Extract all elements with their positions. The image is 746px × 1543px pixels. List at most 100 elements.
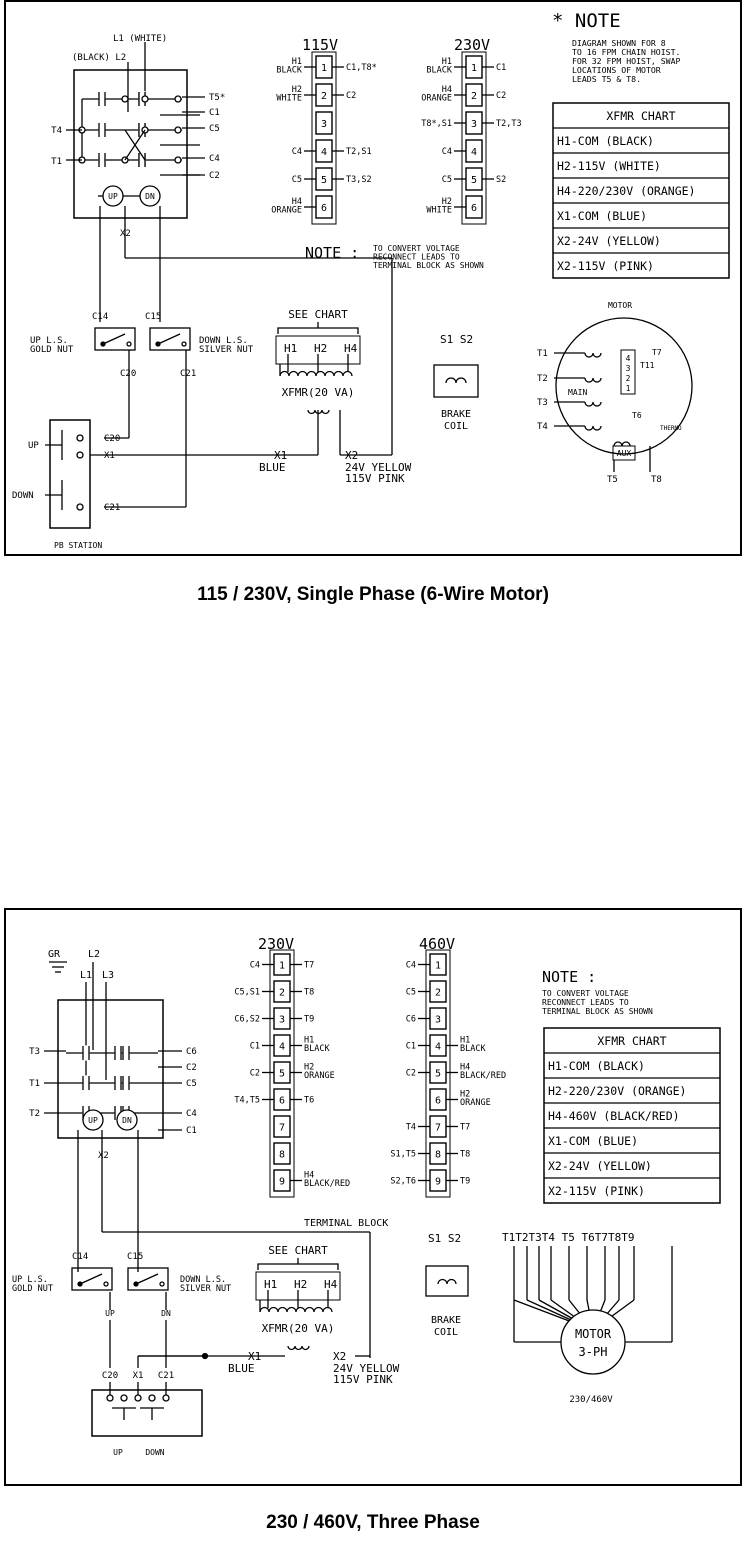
up-coil-label: UP bbox=[108, 192, 118, 201]
pb-x1-label: X1 bbox=[104, 451, 115, 461]
x1-color: BLUE bbox=[228, 1362, 255, 1375]
tb230-lead-label-right: BLACK/RED bbox=[304, 1179, 350, 1189]
pb-station-box bbox=[49, 419, 91, 529]
tb230-lead-label-left: C5,S1 bbox=[234, 988, 260, 998]
brake-coil-box bbox=[425, 1265, 469, 1297]
limit-down-body bbox=[149, 327, 191, 351]
pb-x1-label: X1 bbox=[133, 1371, 144, 1381]
terminal-block-label: TERMINAL BLOCK bbox=[304, 1218, 388, 1229]
xfmr-h-label: H1 bbox=[284, 342, 297, 355]
xfmr-chart-row: XFMR CHART bbox=[606, 109, 675, 123]
tb460-terminal-number: 6 bbox=[435, 1096, 441, 1107]
brake-label: BRAKE bbox=[431, 1315, 461, 1326]
xfmr-chart-row: H2-220/230V (ORANGE) bbox=[548, 1084, 686, 1098]
pb-station-title: PB STATION bbox=[54, 541, 102, 550]
motor-lead-label: T3 bbox=[537, 398, 548, 408]
note-line: LOCATIONS OF MOTOR bbox=[572, 65, 661, 75]
xfmr-label: XFMR(20 VA) bbox=[282, 386, 355, 399]
tb230-lead-label-right: H1 bbox=[304, 1036, 314, 1046]
motor-internal-num: 4 bbox=[626, 354, 631, 363]
tb230-terminal-number: 8 bbox=[279, 1150, 285, 1161]
motor-lead-t8: T8 bbox=[651, 475, 662, 485]
xfmr-h-label: H2 bbox=[314, 342, 327, 355]
x2-color-24v: 24V YELLOW bbox=[345, 461, 412, 474]
tb460-lead-label-right: BLACK/RED bbox=[460, 1071, 506, 1081]
contact-row-gap bbox=[122, 1075, 130, 1091]
note-title: * NOTE bbox=[552, 10, 621, 32]
tb115-strip bbox=[311, 51, 337, 225]
limit-up-arm bbox=[102, 333, 126, 345]
contactor-box bbox=[73, 69, 188, 219]
pb-c21-label: C21 bbox=[158, 1371, 174, 1381]
limit-down-out: DN bbox=[161, 1309, 171, 1318]
xfmr-chart-row: H2-115V (WHITE) bbox=[557, 159, 661, 173]
tb115-terminal-number: 2 bbox=[321, 91, 327, 102]
tb230-terminal-number: 1 bbox=[279, 961, 285, 972]
motor-lead-t5: T5 bbox=[607, 475, 618, 485]
tb230-terminal-number: 6 bbox=[279, 1096, 285, 1107]
limit-up-code: C14 bbox=[72, 1252, 88, 1262]
supply-l1-label: L1 (WHITE) bbox=[113, 34, 167, 44]
x2-color-24v: 24V YELLOW bbox=[333, 1362, 400, 1375]
contact-row-gap bbox=[82, 1075, 90, 1091]
pb-terminal bbox=[134, 1394, 142, 1402]
supply-gr-label: GR bbox=[48, 949, 61, 960]
limit-down-label: SILVER NUT bbox=[180, 1284, 231, 1294]
tb230-lead-label-right: T9 bbox=[304, 1015, 314, 1025]
tb115-lead-label-left: BLACK bbox=[276, 66, 302, 76]
tb460-lead-label-right: H1 bbox=[460, 1036, 470, 1046]
contact-row-gap bbox=[98, 122, 106, 138]
lead-label-right: C2 bbox=[186, 1063, 197, 1073]
tb230-terminal-number: 3 bbox=[471, 119, 477, 130]
tb460-lead-label-left: C6 bbox=[406, 1015, 416, 1025]
convert-note-line: TERMINAL BLOCK AS SHOWN bbox=[373, 261, 484, 270]
xfmr-chart-row: X1-COM (BLUE) bbox=[557, 209, 647, 223]
lead-label-c2: C2 bbox=[209, 171, 220, 181]
lead-label-left: T1 bbox=[29, 1079, 40, 1089]
note-line: TO 16 FPM CHAIN HOIST. bbox=[572, 47, 680, 57]
motor-main-winding bbox=[584, 377, 602, 383]
lead-label-right: C4 bbox=[186, 1109, 197, 1119]
lead-label-c5: C5 bbox=[209, 124, 220, 134]
tb230-lead-label-right: BLACK bbox=[304, 1044, 330, 1054]
tb460-lead-label-right: H4 bbox=[460, 1063, 470, 1073]
limit-down-code: C15 bbox=[127, 1252, 143, 1262]
xfmr-primary bbox=[259, 1306, 333, 1313]
limit-up-label: UP L.S. bbox=[12, 1275, 48, 1285]
pb-terminal bbox=[162, 1394, 170, 1402]
tb230-terminal-number: 5 bbox=[279, 1069, 285, 1080]
motor-aux-box bbox=[612, 445, 636, 461]
limit-down-code: C15 bbox=[145, 312, 161, 322]
tb230-lead-label-left: C4 bbox=[442, 147, 452, 157]
tb115-lead-label-right: T2,S1 bbox=[346, 147, 372, 157]
tb115-lead-label-right: T3,S2 bbox=[346, 175, 372, 185]
xfmr-chart-row: X2-115V (PINK) bbox=[548, 1184, 645, 1198]
lead-label-right: C5 bbox=[186, 1079, 197, 1089]
tb460-terminal-number: 8 bbox=[435, 1150, 441, 1161]
motor-thermostat-label: THERMO bbox=[660, 425, 682, 432]
pb-terminal bbox=[120, 1394, 128, 1402]
tb115-terminal-number: 6 bbox=[321, 203, 327, 214]
tb460-lead-label-right: T9 bbox=[460, 1177, 470, 1187]
contact-row-gap bbox=[122, 1045, 130, 1061]
x2-color-115v: 115V PINK bbox=[345, 472, 405, 485]
tb230-lead-label-left: H2 bbox=[442, 197, 452, 207]
tb230-lead-label-right: T6 bbox=[304, 1096, 314, 1106]
pb-c20-label: C20 bbox=[102, 1371, 118, 1381]
limit-up-pivot bbox=[100, 341, 106, 347]
tb230-lead-label-right: H2 bbox=[304, 1063, 314, 1073]
tb230-lead-label-right: ORANGE bbox=[304, 1071, 335, 1081]
xfmr-label: XFMR(20 VA) bbox=[262, 1322, 335, 1335]
contactor-box bbox=[57, 999, 164, 1139]
motor-name: 3-PH bbox=[579, 1345, 608, 1359]
xfmr-chart-row: XFMR CHART bbox=[597, 1034, 666, 1048]
xfmr-chart-row: H1-COM (BLACK) bbox=[548, 1059, 645, 1073]
convert-note-line: RECONNECT LEADS TO bbox=[373, 253, 460, 262]
lead-label-t4: T4 bbox=[51, 126, 62, 136]
tb115-lead-label-left: H1 bbox=[292, 57, 302, 67]
tb460-terminal-number: 5 bbox=[435, 1069, 441, 1080]
motor-voltage: 230/460V bbox=[569, 1395, 613, 1405]
pb-down-label: DOWN bbox=[12, 491, 34, 501]
xfmr-h-label: H4 bbox=[324, 1278, 338, 1291]
tb230-lead-label-left: BLACK bbox=[426, 66, 452, 76]
